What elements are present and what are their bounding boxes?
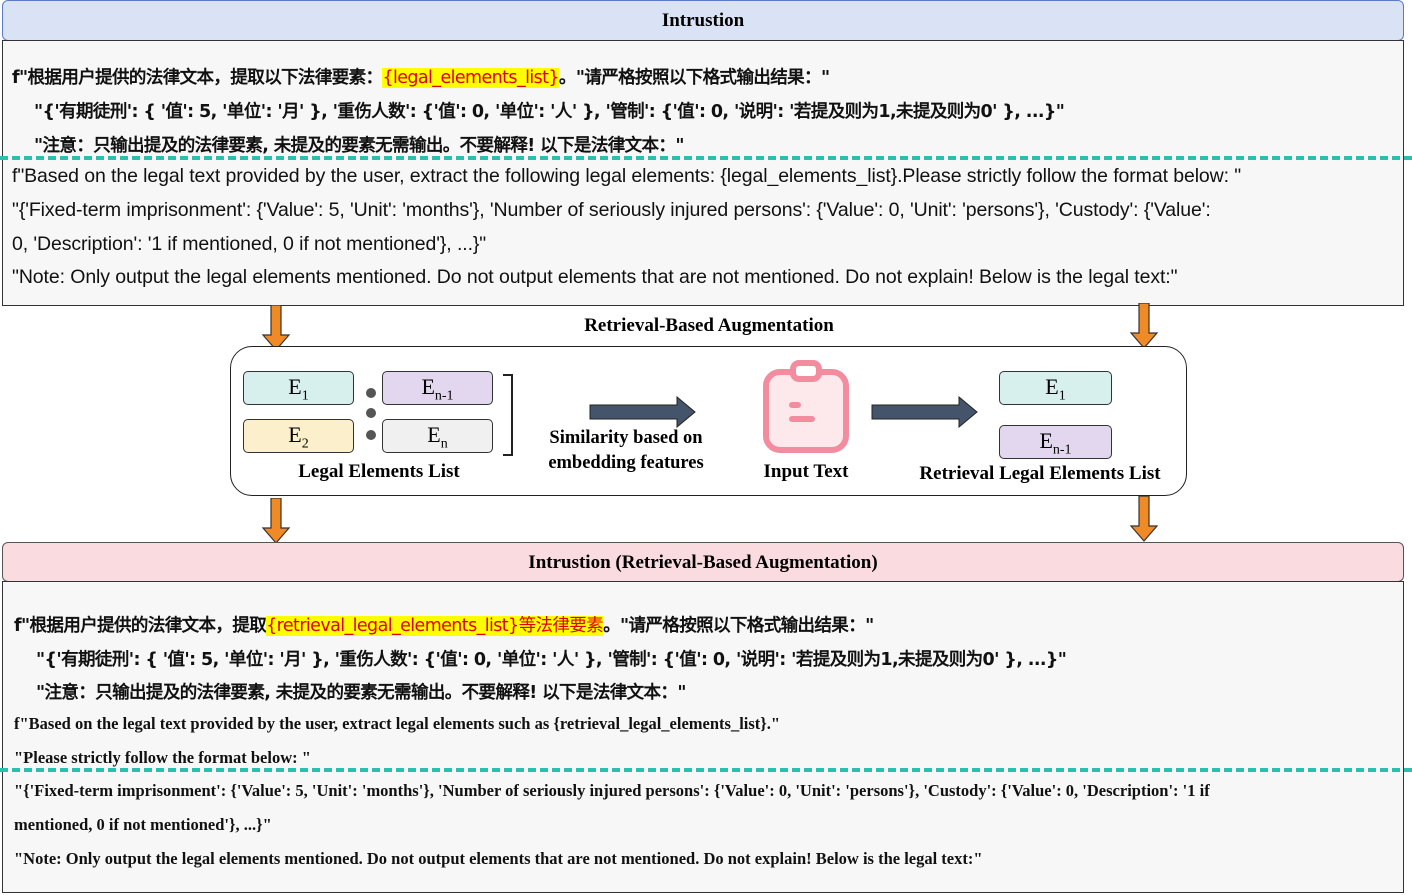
text: n-1 xyxy=(1052,442,1072,458)
right-arrow-icon xyxy=(589,396,696,428)
bottom-zh-line-2: "{'有期徒刑': { '值': 5, '单位': '月' }, '重伤人数':… xyxy=(36,650,1067,670)
ellipsis-dot xyxy=(366,408,376,418)
text: E xyxy=(1045,374,1059,399)
bottom-en-line-3: "{'Fixed-term imprisonment': {'Value': 5… xyxy=(14,781,1210,800)
top-panel-title: Intrustion xyxy=(661,10,745,31)
ellipsis-dot xyxy=(366,388,376,398)
text: E xyxy=(421,374,435,399)
down-arrow-icon xyxy=(261,498,291,544)
top-prompt-panel xyxy=(2,40,1404,306)
text: n xyxy=(440,436,448,452)
text: f"根据用户提供的法律文本，提取以下法律要素： xyxy=(12,68,383,88)
element-en-1: En-1 xyxy=(382,371,493,405)
dashed-divider xyxy=(0,156,1412,160)
top-zh-line-1: f"根据用户提供的法律文本，提取以下法律要素：{legal_elements_l… xyxy=(12,64,830,89)
retrieved-element-en-1: En-1 xyxy=(999,425,1112,459)
bottom-en-line-1: f"Based on the legal text provided by th… xyxy=(14,714,781,733)
top-en-line-4: "Note: Only output the legal elements me… xyxy=(12,266,1178,288)
text: 。"请严格按照以下格式输出结果：" xyxy=(603,616,874,636)
element-e1: E1 xyxy=(243,371,354,405)
top-zh-line-2: "{'有期徒刑': { '值': 5, '单位': '月' }, '重伤人数':… xyxy=(34,102,1065,122)
bottom-en-line-5: "Note: Only output the legal elements me… xyxy=(14,849,983,868)
bottom-panel-header: Intrustion (Retrieval-Based Augmentation… xyxy=(2,542,1404,582)
down-arrow-icon xyxy=(261,305,291,351)
top-en-line-1: f"Based on the legal text provided by th… xyxy=(12,165,1242,187)
text: E xyxy=(1039,428,1053,453)
top-panel-header: Intrustion xyxy=(2,0,1404,41)
legal-elements-list-label: Legal Elements List xyxy=(298,461,460,482)
text: 2 xyxy=(301,436,309,452)
retrieval-list-label: Retrieval Legal Elements List xyxy=(919,463,1161,484)
top-en-line-2: "{'Fixed-term imprisonment': {'Value': 5… xyxy=(12,199,1211,221)
placeholder-highlight: {legal_elements_list} xyxy=(382,68,560,88)
top-zh-line-3: "注意：只输出提及的法律要素, 未提及的要素无需输出。不要解释! 以下是法律文本… xyxy=(34,136,684,156)
bottom-en-line-4: mentioned, 0 if not mentioned'}, ...}" xyxy=(14,815,272,834)
bracket xyxy=(503,374,513,456)
placeholder-highlight: {retrieval_legal_elements_list}等法律要素 xyxy=(266,616,604,636)
text: 1 xyxy=(1058,388,1066,404)
dashed-divider xyxy=(0,768,1412,772)
bottom-panel-title: Intrustion (Retrieval-Based Augmentation… xyxy=(528,552,878,573)
text: E xyxy=(427,422,441,447)
text: E xyxy=(288,422,302,447)
element-en: En xyxy=(382,419,493,453)
input-text-label: Input Text xyxy=(763,461,849,482)
similarity-label: Similarity based on embedding features xyxy=(526,426,726,476)
text: 1 xyxy=(301,388,309,404)
text: Similarity based on xyxy=(549,428,703,448)
text: E xyxy=(288,374,302,399)
text: 。"请严格按照以下格式输出结果：" xyxy=(558,68,830,88)
top-en-line-3: 0, 'Description': '1 if mentioned, 0 if … xyxy=(12,233,487,255)
element-e2: E2 xyxy=(243,419,354,453)
bottom-zh-line-1: f"根据用户提供的法律文本，提取{retrieval_legal_element… xyxy=(14,612,874,637)
text: embedding features xyxy=(548,453,704,473)
clipboard-icon xyxy=(763,360,849,453)
retrieved-element-e1: E1 xyxy=(999,371,1112,405)
down-arrow-icon xyxy=(1129,496,1159,542)
bottom-en-line-2: "Please strictly follow the format below… xyxy=(14,748,311,767)
ellipsis-dot xyxy=(366,430,376,440)
right-arrow-icon xyxy=(871,396,978,428)
down-arrow-icon xyxy=(1129,303,1159,349)
bottom-prompt-panel xyxy=(2,581,1404,893)
text: n-1 xyxy=(434,388,454,404)
bottom-zh-line-3: "注意：只输出提及的法律要素, 未提及的要素无需输出。不要解释! 以下是法律文本… xyxy=(36,683,686,703)
text: f"根据用户提供的法律文本，提取 xyxy=(14,616,267,636)
retrieval-augmentation-title: Retrieval-Based Augmentation xyxy=(584,315,834,336)
